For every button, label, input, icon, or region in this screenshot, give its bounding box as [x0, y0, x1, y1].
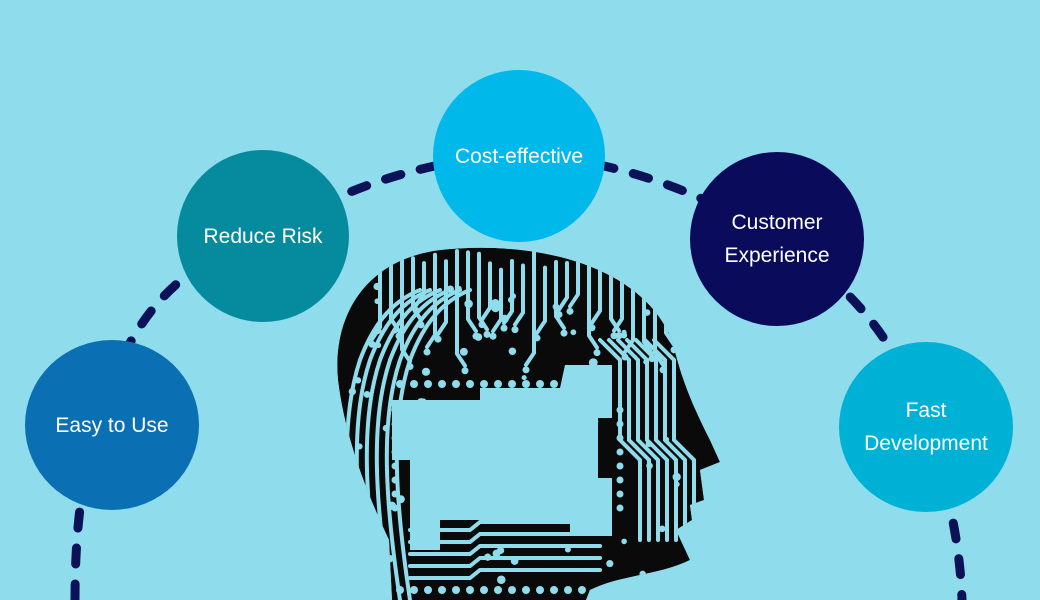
node-easy-to-use: Easy to Use	[25, 340, 199, 510]
node-cost-effective: Cost-effective	[433, 70, 605, 242]
node-label: Cost-effective	[455, 140, 583, 173]
node-label-line: Development	[864, 432, 988, 455]
node-label-line: Fast	[905, 399, 947, 422]
node-label: Reduce Risk	[203, 220, 322, 253]
node-label-line: Experience	[724, 244, 830, 267]
node-label-line: Customer	[731, 211, 823, 234]
node-label-line: Cost-effective	[455, 144, 583, 168]
circuit-pattern	[337, 247, 720, 600]
node-label-line: Reduce Risk	[203, 224, 323, 248]
node-reduce-risk: Reduce Risk	[177, 150, 349, 322]
node-label: Easy to Use	[55, 409, 168, 442]
node-label-line: Easy to Use	[55, 413, 169, 437]
